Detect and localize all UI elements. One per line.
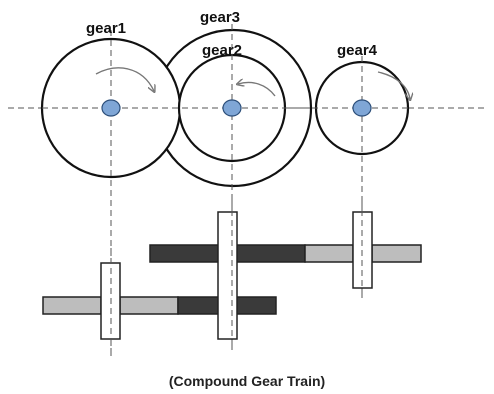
gear3-label: gear3	[200, 9, 240, 26]
gear1-rotation-arrow	[95, 67, 154, 91]
shaft2-side	[217, 211, 238, 340]
gear2-hub	[222, 99, 242, 117]
gear4-rotation-arrow	[377, 71, 410, 99]
gear1-hub	[101, 99, 121, 117]
gear2-idle-side-bar	[304, 244, 354, 263]
gear1-label: gear1	[86, 20, 126, 37]
gear4-hub	[352, 99, 372, 117]
gear2-rotation-arrow	[238, 83, 276, 97]
gear1-side-bar-right	[119, 296, 179, 315]
gear1-side-bar-left	[42, 296, 102, 315]
gear2-label: gear2	[202, 42, 242, 59]
diagram-caption: (Compound Gear Train)	[169, 373, 325, 389]
gear4-side-bar	[371, 244, 422, 263]
gear4-label: gear4	[337, 42, 378, 59]
